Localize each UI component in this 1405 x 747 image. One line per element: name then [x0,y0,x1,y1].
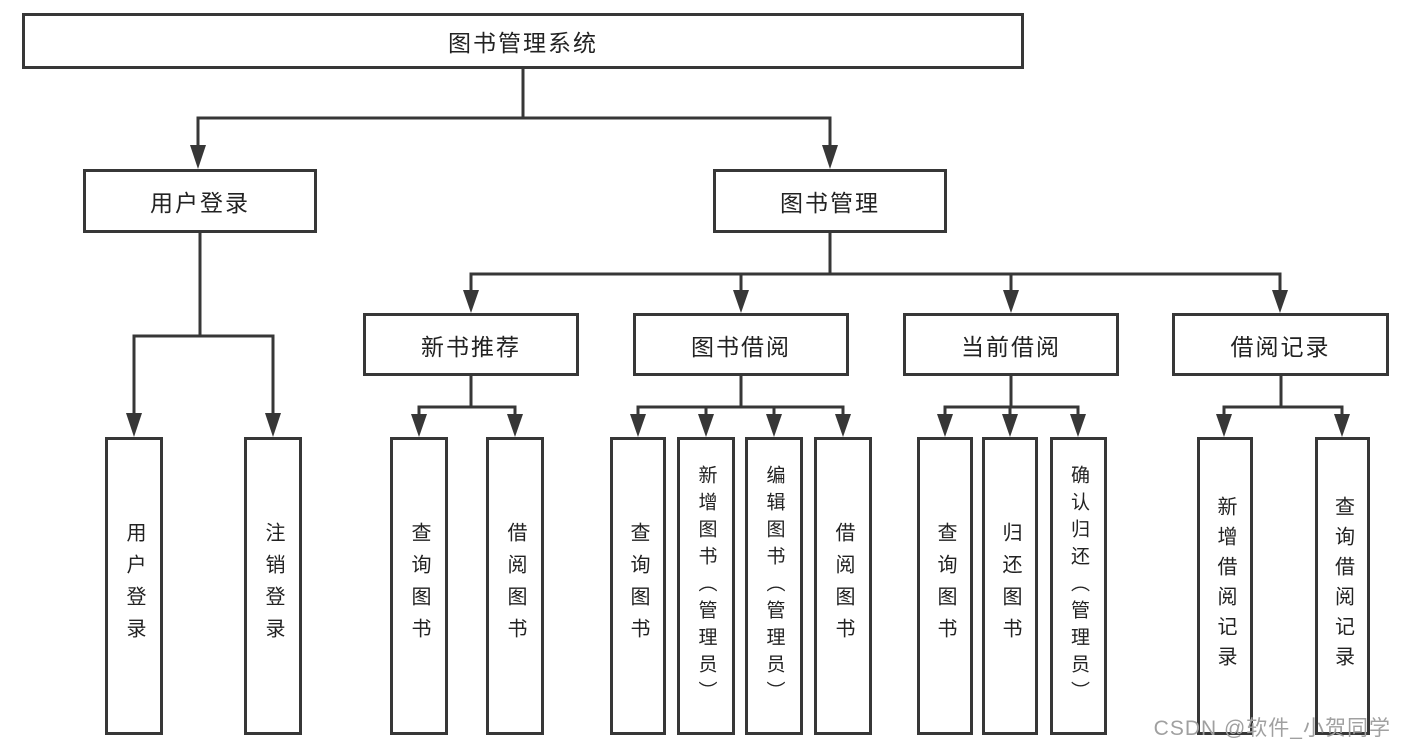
node-new-book-recommend: 新书推荐 [363,313,579,376]
leaf-query-books-current-label: 查询图书 [934,522,956,650]
node-book-borrow-label: 图书借阅 [691,333,791,360]
node-current-borrow: 当前借阅 [903,313,1119,376]
leaf-user-login-label: 用户登录 [123,522,145,650]
node-root: 图书管理系统 [22,13,1024,69]
leaf-add-borrow-record-label: 新增借阅记录 [1214,496,1236,676]
leaf-borrow-books-borrow-label: 借阅图书 [832,522,854,650]
leaf-logout-login: 注销登录 [244,437,302,735]
leaf-query-borrow-record-label: 查询借阅记录 [1331,496,1354,676]
node-new-book-recommend-label: 新书推荐 [421,333,521,360]
leaf-query-books-recommend: 查询图书 [390,437,448,735]
node-user-login: 用户登录 [83,169,317,233]
leaf-borrow-books-recommend-label: 借阅图书 [504,522,526,650]
leaf-edit-books-admin-label: 编辑图书（管理员） [763,464,785,708]
leaf-user-login: 用户登录 [105,437,163,735]
leaf-confirm-return-admin: 确认归还（管理员） [1050,437,1107,735]
leaf-query-books-recommend-label: 查询图书 [408,522,430,650]
node-root-label: 图书管理系统 [448,30,598,56]
node-current-borrow-label: 当前借阅 [961,333,1061,360]
node-book-management: 图书管理 [713,169,947,233]
leaf-edit-books-admin: 编辑图书（管理员） [745,437,803,735]
leaf-query-books-borrow-label: 查询图书 [627,522,649,650]
leaf-return-books-label: 归还图书 [999,522,1021,650]
leaf-add-books-admin: 新增图书（管理员） [677,437,735,735]
node-book-borrow: 图书借阅 [633,313,849,376]
node-borrow-records-label: 借阅记录 [1230,333,1331,360]
node-borrow-records: 借阅记录 [1172,313,1389,376]
leaf-borrow-books-borrow: 借阅图书 [814,437,872,735]
leaf-add-borrow-record: 新增借阅记录 [1197,437,1253,735]
leaf-borrow-books-recommend: 借阅图书 [486,437,544,735]
node-user-login-label: 用户登录 [150,190,250,216]
node-book-management-label: 图书管理 [780,190,880,216]
leaf-add-books-admin-label: 新增图书（管理员） [695,464,717,708]
leaf-confirm-return-admin-label: 确认归还（管理员） [1068,464,1089,708]
leaf-query-borrow-record: 查询借阅记录 [1315,437,1370,735]
leaf-query-books-current: 查询图书 [917,437,973,735]
leaf-query-books-borrow: 查询图书 [610,437,666,735]
leaf-logout-login-label: 注销登录 [262,522,284,650]
watermark: CSDN @软件_小贺同学 [1153,717,1391,740]
leaf-return-books: 归还图书 [982,437,1038,735]
